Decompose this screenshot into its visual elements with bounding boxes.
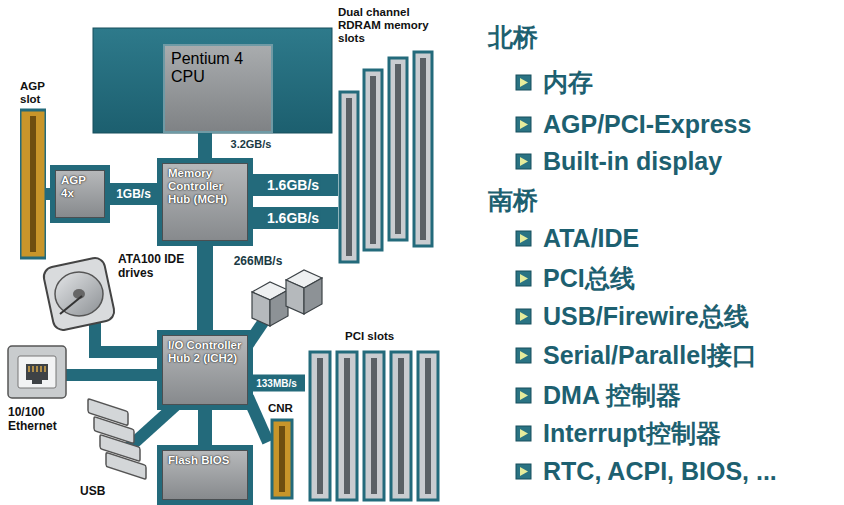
- expansion-cubes: [252, 270, 322, 326]
- cpu-box: Pentium 4 CPU: [163, 44, 273, 133]
- node-label: Memory Controller Hub (MCH): [168, 167, 242, 206]
- ethernet-jack: [8, 346, 66, 398]
- bandwidth-label: 1GB/s: [114, 187, 153, 202]
- list-item: ATA/IDE: [543, 223, 639, 253]
- north-bridge-heading: 北桥: [488, 22, 538, 52]
- bus-connector: [46, 188, 55, 200]
- bus-connector: [198, 405, 212, 450]
- flash-bios-box: Flash BIOS: [162, 450, 248, 500]
- node-label: AGP slot: [20, 80, 46, 106]
- bandwidth-label: 1.6GB/s: [265, 177, 321, 194]
- bus-connector: [248, 207, 338, 229]
- node-label: Pentium 4 CPU: [171, 50, 265, 86]
- bandwidth-label: 266MB/s: [232, 254, 285, 269]
- node-label: I/O Controller Hub 2 (ICH2): [168, 339, 242, 365]
- list-item: DMA 控制器: [543, 380, 681, 410]
- agp-slot: AGP slot: [20, 80, 46, 260]
- list-item: USB/Firewire总线: [543, 301, 749, 331]
- memory-slots: Dual channel RDRAM memory slots: [338, 6, 436, 264]
- bus-connector: [248, 375, 305, 392]
- node-label: AGP 4x: [61, 174, 99, 200]
- list-item: Interrupt控制器: [543, 418, 721, 448]
- list-item: PCI总线: [543, 263, 635, 293]
- bus-connector: [198, 133, 212, 163]
- slot-drawing: [305, 330, 441, 502]
- node-label: Dual channel RDRAM memory slots: [338, 6, 436, 45]
- list-item: 内存: [543, 67, 593, 97]
- drive-label: ATA100 IDE drives: [118, 252, 188, 280]
- agp-controller-box: AGP 4x: [55, 170, 105, 218]
- peripheral-buses: [66, 318, 266, 452]
- list-item: Serial/Parallel接口: [543, 340, 757, 370]
- pci-slots: PCI slots: [305, 330, 441, 502]
- node-label: CNR: [268, 402, 296, 415]
- bus-connector: [105, 183, 162, 205]
- ethernet-label: 10/100 Ethernet: [8, 405, 78, 433]
- bandwidth-label: 133MB/s: [254, 377, 299, 390]
- slot-drawing: [338, 6, 436, 264]
- bus-connector: [248, 397, 268, 442]
- node-label: Flash BIOS: [168, 454, 242, 467]
- usb-label: USB: [80, 484, 120, 498]
- slot-drawing: [268, 402, 296, 500]
- ide-drive: [42, 256, 116, 331]
- list-item: AGP/PCI-Express: [543, 109, 751, 139]
- bus-connector: [248, 174, 338, 196]
- south-bridge-heading: 南桥: [488, 185, 538, 215]
- list-bullets: [516, 75, 531, 479]
- node-label: PCI slots: [305, 330, 441, 343]
- cpu-frame: [93, 28, 332, 133]
- slot-drawing: [20, 80, 46, 260]
- cnr-slot: CNR: [268, 402, 296, 500]
- bandwidth-label: 3.2GB/s: [229, 137, 274, 151]
- list-item: Built-in display: [543, 146, 722, 176]
- mch-box: Memory Controller Hub (MCH): [162, 163, 248, 241]
- ich2-box: I/O Controller Hub 2 (ICH2): [162, 335, 248, 405]
- list-item: RTC, ACPI, BIOS, ...: [543, 456, 777, 486]
- bus-connector: [197, 241, 213, 335]
- usb-ports: [88, 399, 146, 480]
- bandwidth-label: 1.6GB/s: [265, 210, 321, 227]
